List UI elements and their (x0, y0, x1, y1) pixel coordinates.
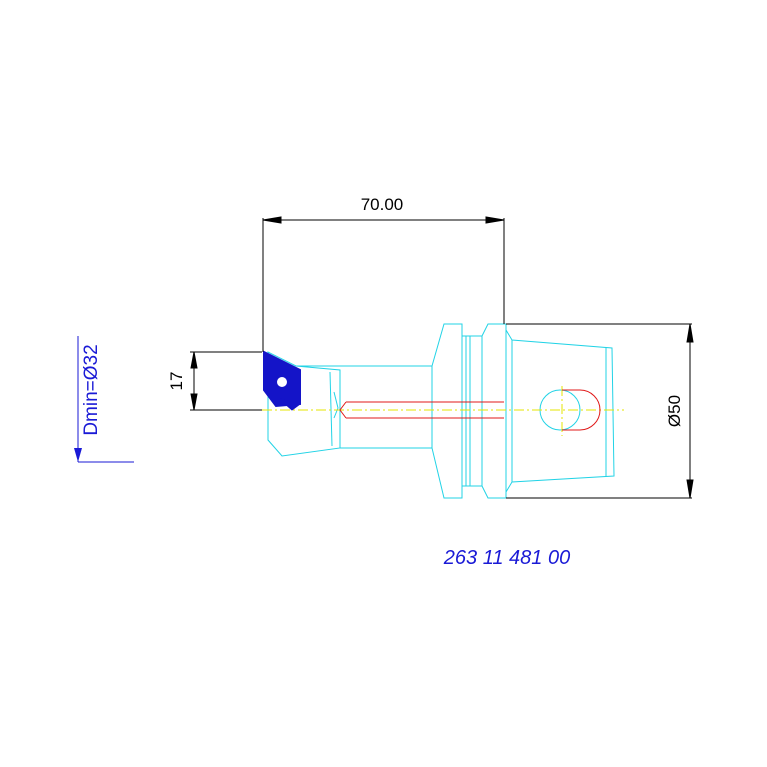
rear-body-inner (511, 340, 607, 482)
arrow-right (485, 216, 505, 224)
dimension-diameter-label: Ø50 (665, 395, 684, 427)
dimension-height-label: 17 (167, 372, 186, 391)
rear-body (505, 329, 615, 493)
hole-tip (339, 401, 347, 419)
centerlines (262, 386, 624, 436)
part-number: 263 11 481 00 (443, 547, 570, 569)
dimension-length-label: 70.00 (361, 195, 404, 214)
chip-pocket (333, 391, 339, 419)
insert-icon (263, 350, 302, 411)
flange-left (431, 323, 463, 499)
insert-screw-hole (275, 375, 289, 389)
arrow-left (262, 216, 282, 224)
rear-slot (562, 389, 601, 431)
arrow-dia-top (686, 323, 694, 343)
tool-body-outline (267, 323, 615, 499)
coolant-hole (339, 389, 601, 431)
arrow-bottom (190, 393, 198, 411)
shank (296, 365, 432, 449)
flange-right (481, 323, 507, 499)
dmin-arrow (74, 448, 82, 462)
insert-tip (275, 395, 302, 411)
dimension-diameter (506, 323, 694, 499)
dmin-label: Dmin=Ø32 (81, 344, 102, 435)
flange-groove (462, 335, 483, 487)
arrow-dia-bottom (686, 479, 694, 499)
cutting-head-inner-line (329, 371, 333, 447)
dimension-height (190, 351, 262, 411)
dmin-leader (74, 336, 134, 463)
dimension-length (262, 216, 505, 352)
arrow-top (190, 351, 198, 369)
